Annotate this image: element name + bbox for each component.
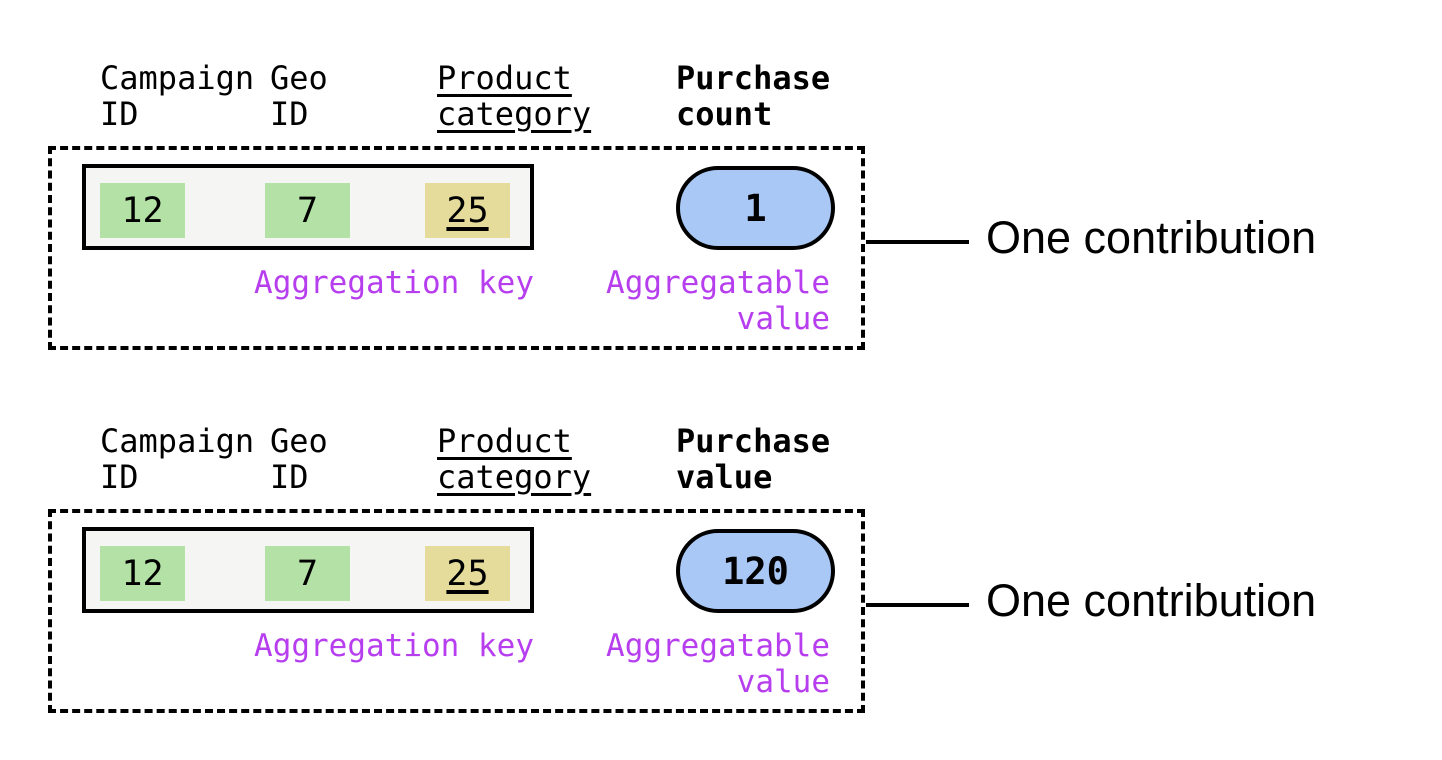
cell-campaign-id: 12 — [100, 183, 185, 238]
cell-geo-id: 7 — [265, 183, 350, 238]
callout-one-contribution: One contribution — [986, 575, 1317, 626]
column-header-campaign-id: Campaign ID — [100, 60, 254, 132]
header-line: ID — [100, 458, 139, 496]
header-line: Geo — [270, 59, 328, 97]
column-header-purchase-count: Purchase count — [676, 60, 830, 132]
connector-line — [866, 603, 969, 607]
cell-value: 7 — [296, 553, 319, 594]
cell-campaign-id: 12 — [100, 546, 185, 601]
contribution-block-purchase-value: Campaign ID Geo ID Product category Purc… — [0, 363, 1442, 723]
label-line: value — [736, 664, 830, 700]
label-line: Aggregatable — [606, 265, 830, 301]
label-line: value — [736, 301, 830, 337]
contribution-block-purchase-count: Campaign ID Geo ID Product category Purc… — [0, 0, 1442, 360]
callout-one-contribution: One contribution — [986, 212, 1317, 263]
column-header-product-category: Product category — [437, 60, 591, 132]
header-line: value — [676, 458, 773, 496]
column-header-product-category: Product category — [437, 423, 591, 495]
header-line: Campaign — [100, 59, 255, 97]
header-line: Geo — [270, 422, 328, 460]
column-header-geo-id: Geo ID — [270, 60, 328, 132]
aggregation-key-label: Aggregation key — [254, 265, 534, 301]
aggregation-key-label: Aggregation key — [254, 628, 534, 664]
header-line: count — [676, 95, 773, 133]
header-line: ID — [270, 95, 309, 133]
cell-product-category: 25 — [425, 183, 510, 238]
cell-value: 12 — [121, 553, 164, 594]
cell-value: 7 — [296, 190, 319, 231]
header-line: Campaign — [100, 422, 255, 460]
header-line: ID — [270, 458, 309, 496]
cell-value: 25 — [446, 553, 489, 594]
header-line: category — [437, 95, 592, 133]
pill-value: 120 — [722, 549, 789, 593]
column-header-purchase-value: Purchase value — [676, 423, 830, 495]
header-line: Product — [437, 59, 572, 97]
column-header-campaign-id: Campaign ID — [100, 423, 254, 495]
contribution-boundary — [48, 146, 865, 350]
aggregatable-value-pill: 120 — [676, 529, 835, 613]
pill-value: 1 — [744, 186, 767, 230]
header-line: ID — [100, 95, 139, 133]
header-line: Product — [437, 422, 572, 460]
contribution-boundary — [48, 509, 865, 713]
cell-value: 12 — [121, 190, 164, 231]
cell-geo-id: 7 — [265, 546, 350, 601]
header-line: Purchase — [676, 59, 831, 97]
aggregatable-value-label: Aggregatable value — [600, 628, 830, 700]
column-header-geo-id: Geo ID — [270, 423, 328, 495]
aggregatable-value-label: Aggregatable value — [600, 265, 830, 337]
cell-product-category: 25 — [425, 546, 510, 601]
header-line: Purchase — [676, 422, 831, 460]
header-line: category — [437, 458, 592, 496]
connector-line — [866, 240, 969, 244]
aggregatable-value-pill: 1 — [676, 166, 835, 250]
cell-value: 25 — [446, 190, 489, 231]
label-line: Aggregatable — [606, 628, 830, 664]
